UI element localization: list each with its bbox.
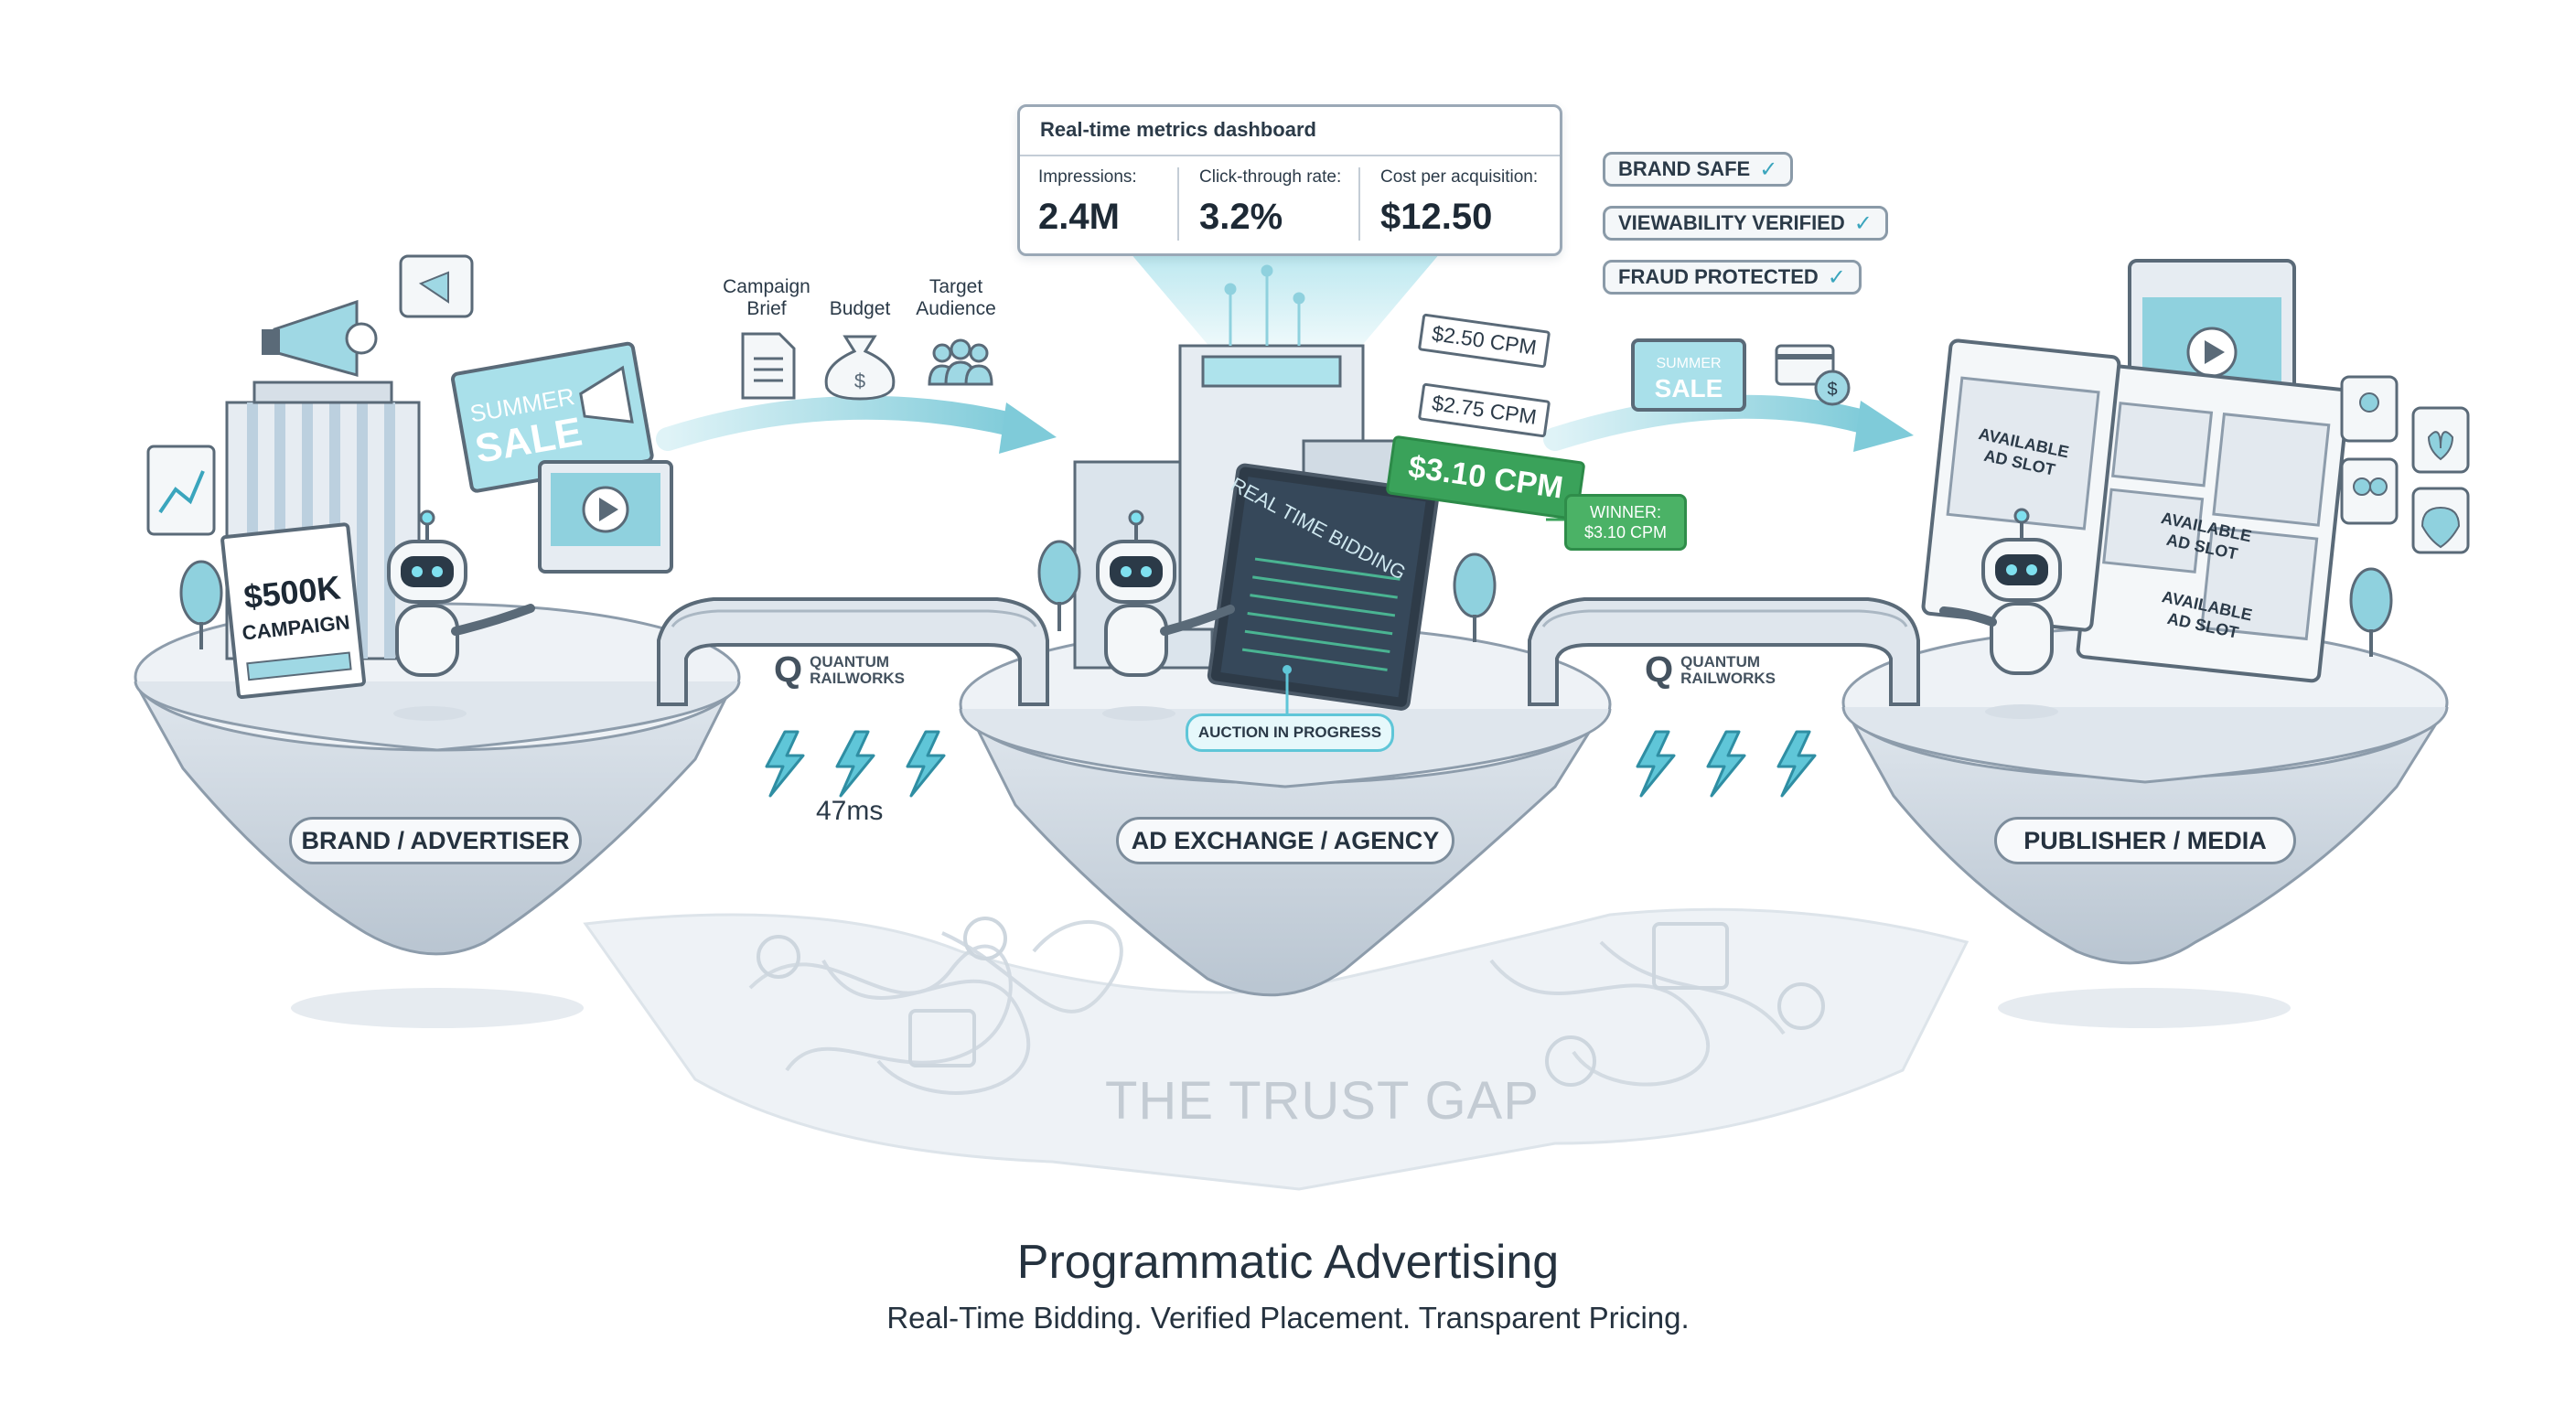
badge-fraud-protected: FRAUD PROTECTED ✓	[1603, 260, 1862, 295]
bridge-left	[657, 597, 1049, 706]
metric-impressions: Impressions: 2.4M	[1038, 167, 1203, 238]
trust-gap-chasm	[583, 907, 1970, 1191]
badge-brand-safe: BRAND SAFE ✓	[1603, 152, 1794, 187]
island-brand	[134, 254, 741, 956]
platform-label-brand: BRAND / ADVERTISER	[289, 817, 582, 864]
badge-label: BRAND SAFE	[1618, 157, 1751, 180]
money-bag-icon: $	[824, 335, 896, 401]
audience-icon	[928, 338, 993, 386]
metric-value: $12.50	[1380, 197, 1493, 237]
page-subtitle: Real-Time Bidding. Verified Placement. T…	[886, 1301, 1690, 1335]
bridge-logo-left: Q QUANTUM RAILWORKS	[774, 649, 905, 691]
dashboard-title: Real-time metrics dashboard	[1040, 118, 1316, 141]
platform-label-exchange: AD EXCHANGE / AGENCY	[1116, 817, 1454, 864]
metric-label: Impressions:	[1038, 167, 1137, 187]
bridge-name-line1: QUANTUM	[1680, 652, 1761, 670]
badge-label: FRAUD PROTECTED	[1618, 265, 1819, 288]
tangled-wires	[748, 919, 1786, 1095]
metric-separator	[1177, 167, 1179, 241]
advertiser-campaign-sign: $500K CAMPAIGN	[241, 568, 350, 644]
bridge-logo-right: Q QUANTUM RAILWORKS	[1645, 649, 1776, 691]
svg-text:SALE: SALE	[1655, 374, 1723, 402]
sale-card-small	[1631, 338, 1746, 412]
trust-gap-label: THE TRUST GAP	[1105, 1071, 1540, 1131]
auction-status: AUCTION IN PROGRESS	[1186, 713, 1394, 752]
winner-value: $3.10 CPM	[1583, 523, 1668, 542]
badge-viewability: VIEWABILITY VERIFIED ✓	[1603, 206, 1888, 241]
bridge-name-line1: QUANTUM	[810, 652, 890, 670]
page-title: Programmatic Advertising	[1016, 1236, 1560, 1289]
flow-arrow-left	[656, 395, 1057, 454]
metric-label: Cost per acquisition:	[1380, 167, 1539, 187]
metric-value: 2.4M	[1038, 197, 1120, 237]
svg-text:$: $	[1827, 380, 1837, 400]
island-publisher	[1841, 259, 2470, 965]
metric-cpa: Cost per acquisition: $12.50	[1380, 167, 1554, 238]
lightning-icons	[765, 730, 1817, 798]
metric-separator	[1358, 167, 1360, 241]
winner-label: WINNER:	[1590, 503, 1661, 521]
bridge-name: QUANTUM RAILWORKS	[1680, 652, 1776, 687]
check-icon: ✓	[1759, 156, 1778, 182]
dashboard-divider	[1020, 155, 1560, 156]
island-exchange	[959, 247, 1612, 997]
platform-label-publisher: PUBLISHER / MEDIA	[1994, 817, 2296, 864]
metric-value: 3.2%	[1199, 197, 1283, 237]
budget-label: Budget	[829, 298, 891, 319]
check-icon: ✓	[1827, 264, 1846, 290]
quantum-logo-icon: Q	[774, 649, 803, 690]
metric-label: Click-through rate:	[1199, 167, 1342, 187]
publisher-sale-card-text: SUMMER SALE	[1655, 356, 1723, 402]
quantum-logo-icon: Q	[1645, 649, 1674, 690]
target-audience-label: Target Audience	[916, 276, 996, 319]
bridge-name-line2: RAILWORKS	[1680, 669, 1776, 687]
winner-badge: WINNER: $3.10 CPM	[1564, 494, 1687, 551]
metric-ctr: Click-through rate: 3.2%	[1199, 167, 1364, 238]
svg-text:SUMMER: SUMMER	[1656, 356, 1721, 371]
document-icon	[741, 332, 796, 400]
campaign-brief-label: Campaign Brief	[723, 276, 810, 319]
check-icon: ✓	[1853, 210, 1873, 236]
bridge-right	[1528, 597, 1920, 706]
bridge-name-line2: RAILWORKS	[810, 669, 906, 687]
metrics-dashboard: Real-time metrics dashboard Impressions:…	[1017, 104, 1562, 256]
gap-question-icons	[757, 917, 1825, 1087]
badge-label: VIEWABILITY VERIFIED	[1618, 211, 1845, 234]
payment-card-icon: $	[1775, 344, 1851, 406]
latency-label: 47ms	[816, 796, 884, 826]
svg-text:$: $	[854, 370, 865, 392]
bridge-name: QUANTUM RAILWORKS	[810, 652, 906, 687]
